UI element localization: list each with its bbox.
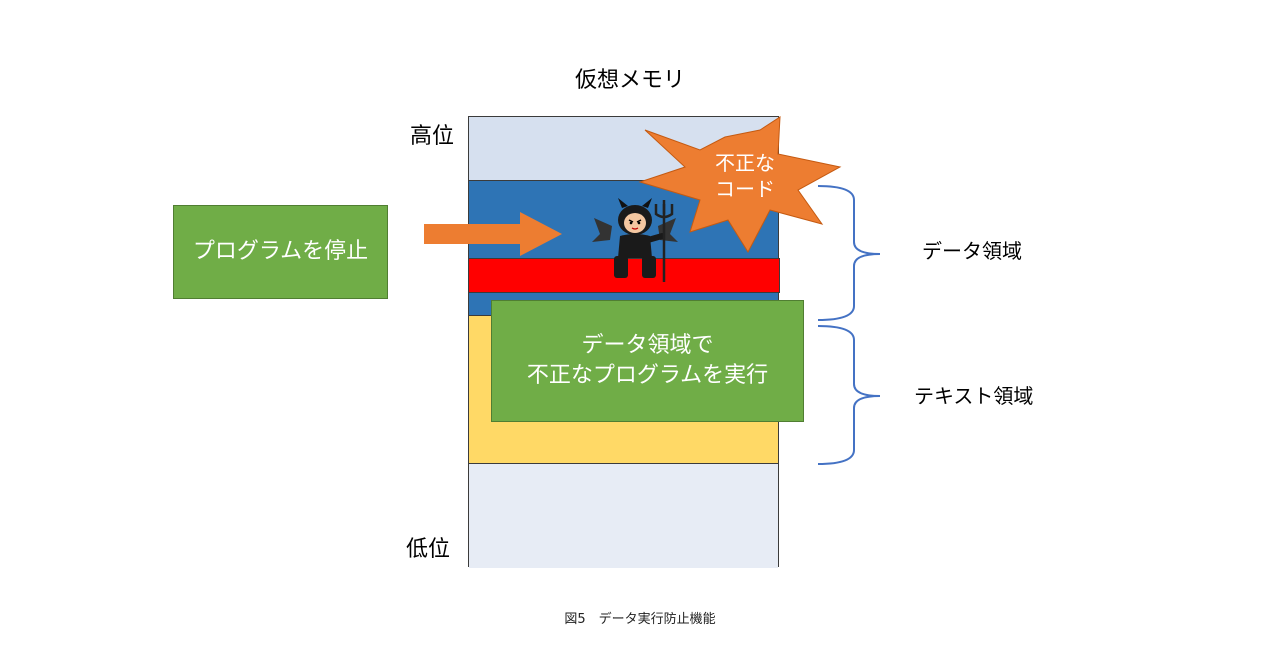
memory-segment-bottom [469,464,778,568]
diagram-title: 仮想メモリ [574,68,685,93]
execute-line2: 不正なプログラムを実行 [526,363,769,388]
region-braces [817,185,881,465]
text-region-brace [817,325,881,465]
stop-program-label: プログラムを停止 [192,239,369,264]
devil-with-trident-icon [592,198,678,282]
data-region-label: データ領域 [922,239,1022,263]
stop-program-box: プログラムを停止 [173,205,388,299]
low-address-label: 低位 [406,537,451,562]
high-address-label: 高位 [410,124,455,149]
burst-text: 不正な コード [690,150,800,210]
execute-line1: データ領域で [581,333,714,358]
data-region-brace [817,185,881,321]
figure-caption: 図5 データ実行防止機能 [564,612,716,627]
burst-text-line2: コード [715,177,775,201]
execute-in-data-region-box: データ領域で 不正なプログラムを実行 [491,300,804,422]
right-arrow-icon [424,212,562,256]
explosion-burst-icon [638,116,842,254]
text-region-label: テキスト領域 [914,384,1034,408]
burst-text-line1: 不正な [715,151,775,175]
